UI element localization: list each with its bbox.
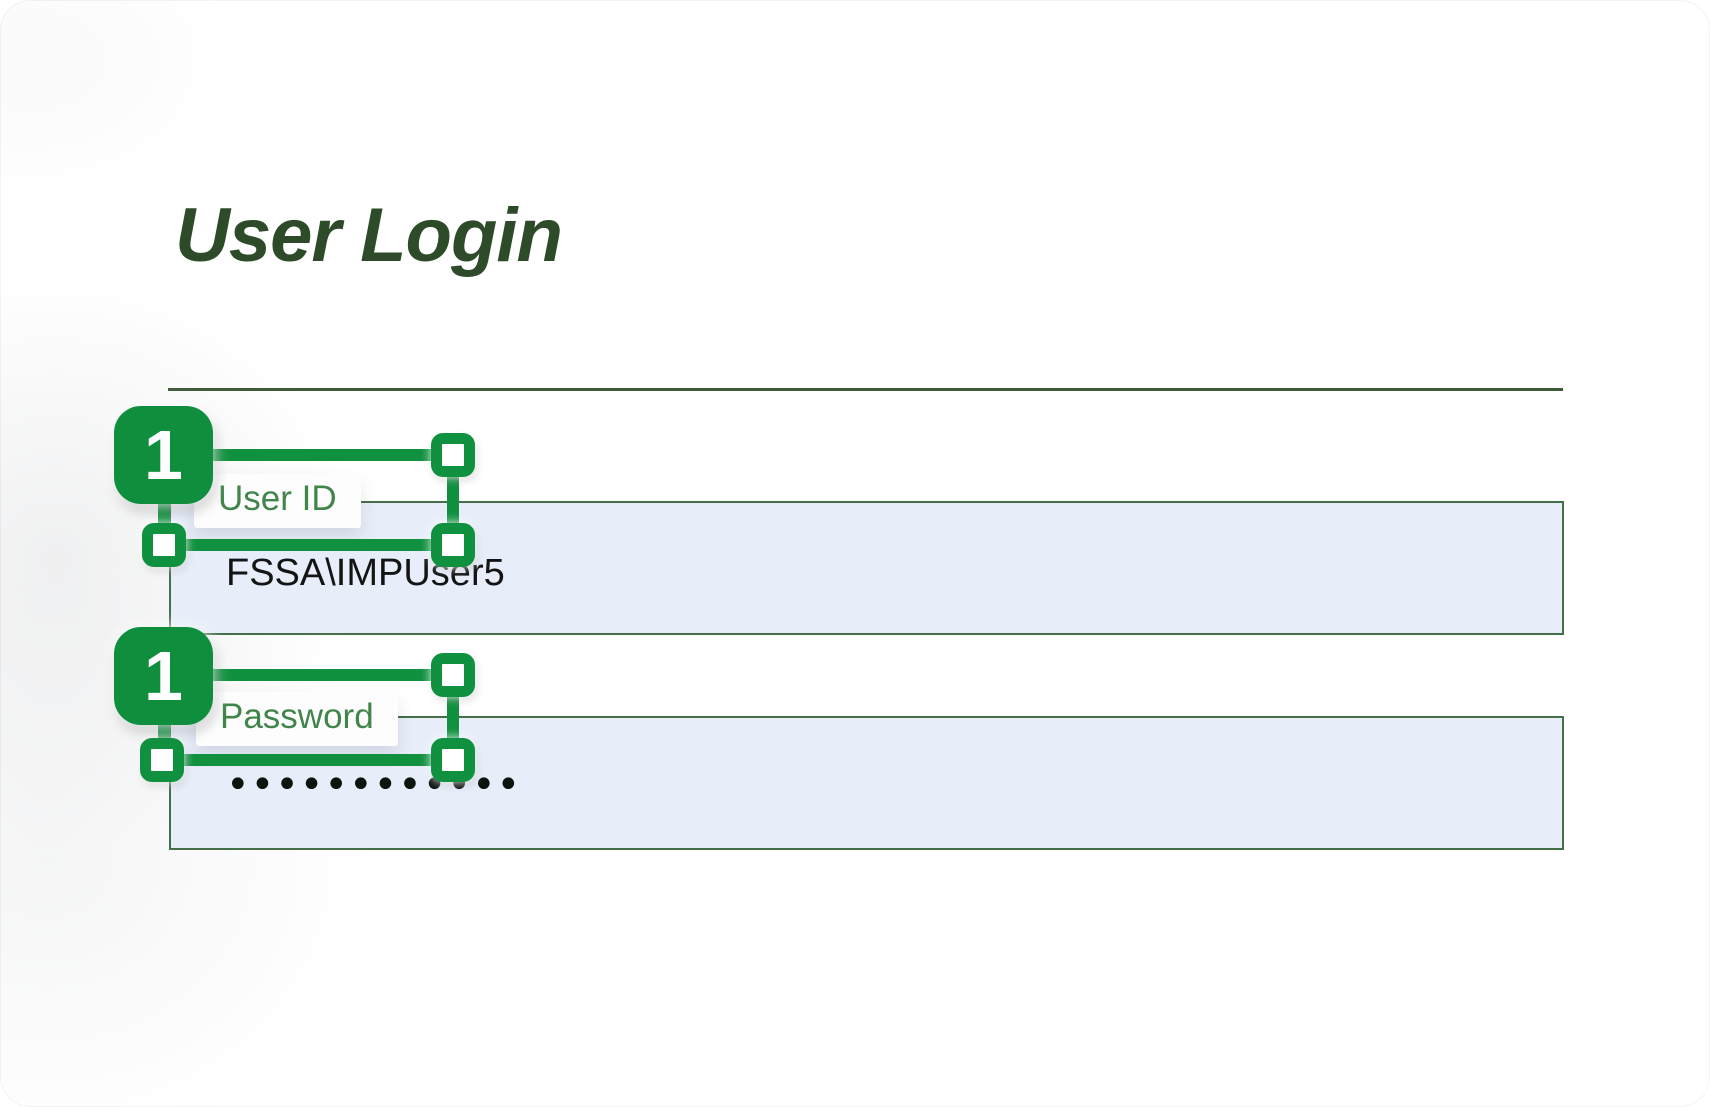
annotation-line <box>210 449 442 461</box>
annotation-drag-handle[interactable] <box>431 738 475 782</box>
user-id-label-text: User ID <box>218 479 337 518</box>
annotation-drag-handle[interactable] <box>140 738 184 782</box>
annotation-badge-1[interactable]: 1 <box>114 627 213 725</box>
user-id-input[interactable] <box>169 501 1564 635</box>
password-label: Password <box>196 692 398 746</box>
annotation-drag-handle[interactable] <box>431 433 475 477</box>
annotation-line <box>160 754 454 766</box>
annotation-drag-handle[interactable] <box>431 523 475 567</box>
annotation-line <box>210 669 442 681</box>
password-input[interactable] <box>169 716 1564 850</box>
annotation-line <box>158 500 170 528</box>
annotation-badge-1[interactable]: 1 <box>114 406 213 504</box>
user-id-label: User ID <box>194 474 361 528</box>
annotation-line <box>162 539 454 551</box>
annotation-line <box>447 455 459 544</box>
annotation-drag-handle[interactable] <box>142 523 186 567</box>
annotation-drag-handle[interactable] <box>431 653 475 697</box>
page-title: User Login <box>175 193 563 278</box>
password-label-text: Password <box>220 697 374 736</box>
password-masked-value: •••••••••••• <box>226 762 522 808</box>
title-separator <box>168 388 1563 391</box>
